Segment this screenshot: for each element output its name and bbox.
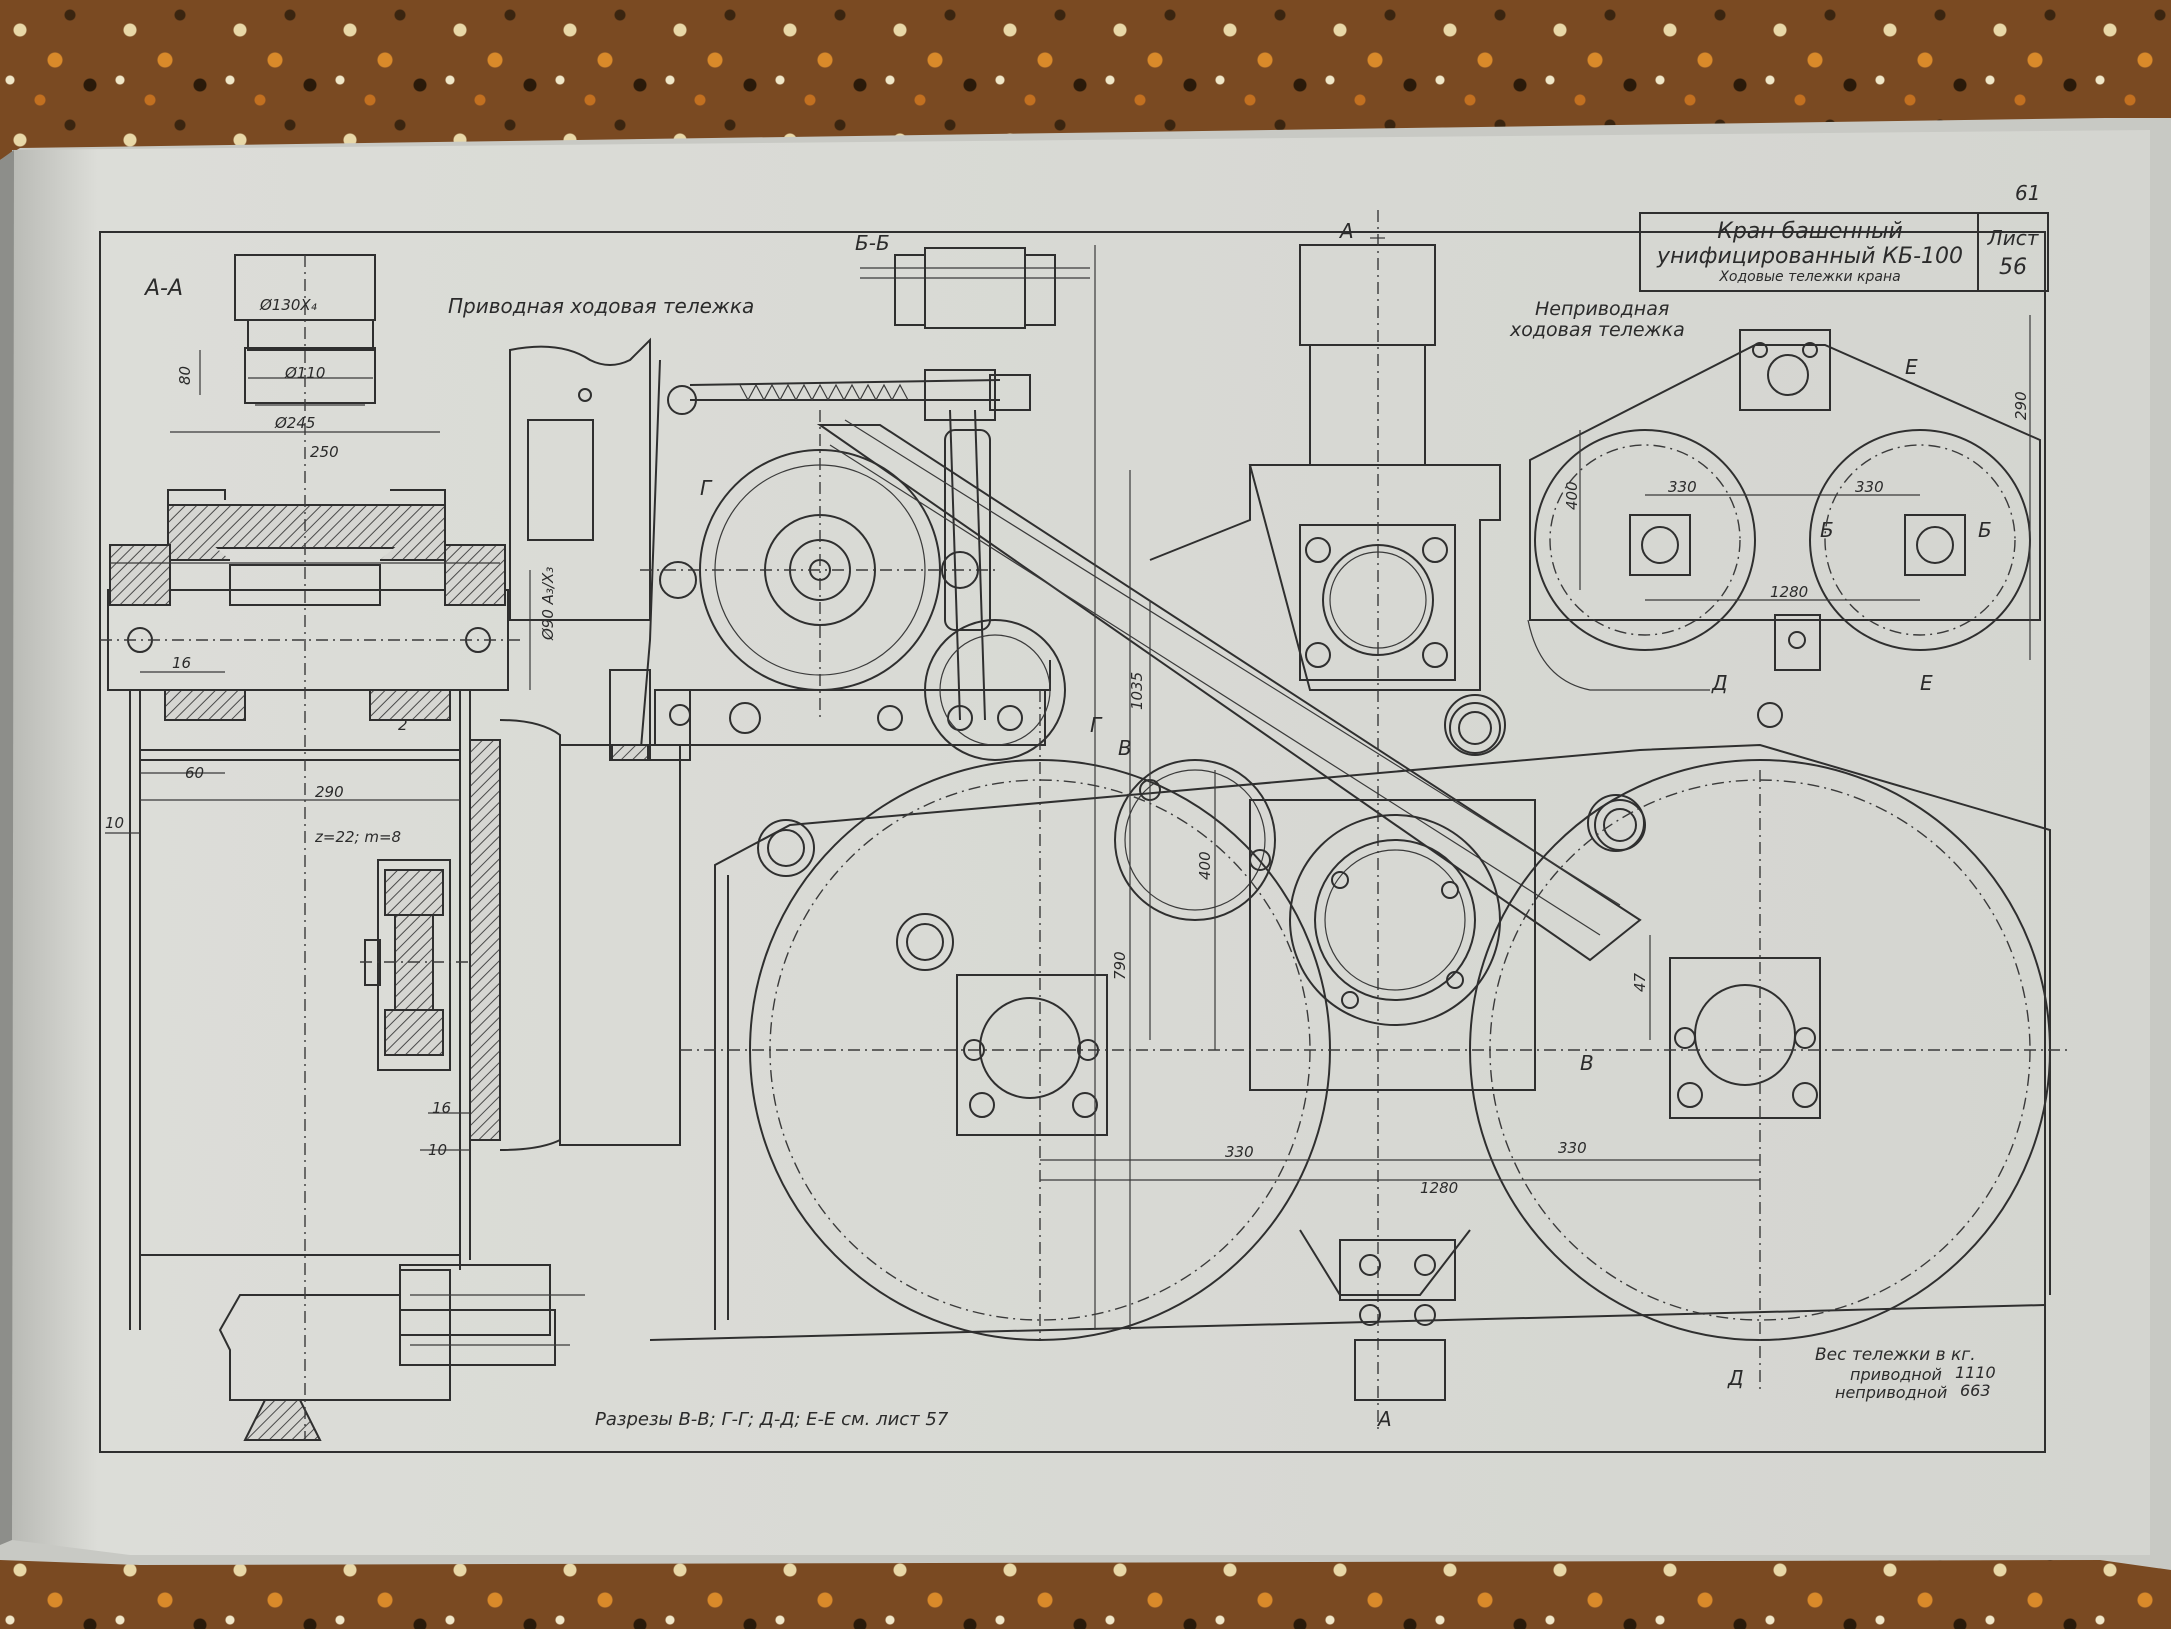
- driven-bogie-label: Приводная ходовая тележка: [448, 294, 754, 318]
- drawing-frame: [99, 231, 2046, 1453]
- nondriven-bogie-label-1: Неприводная: [1535, 298, 1669, 320]
- center-dimensions: 1035 790 400 47 330 330 1280: [1040, 245, 1760, 1330]
- mark-v: В: [1118, 736, 1132, 760]
- sheet-label: Лист: [1987, 226, 2040, 250]
- dim-d110: Ø110: [284, 364, 325, 382]
- mark-a-top: А: [1338, 219, 1354, 243]
- section-bb-view: [860, 247, 1090, 329]
- dim-330a: 330: [1225, 1143, 1254, 1161]
- mark-v2: В: [1580, 1051, 1594, 1075]
- nondriven-bogie-view: 330 330 1280 400 290: [1527, 315, 2041, 691]
- dim-16b: 16: [432, 1099, 451, 1117]
- weight-title: Вес тележки в кг.: [1815, 1345, 1976, 1365]
- weight-nondriven-value: 663: [1960, 1381, 1991, 1400]
- weight-nondriven-label: неприводной: [1835, 1383, 1947, 1402]
- mark-e-bottom: Е: [1920, 671, 1933, 695]
- mark-a-bottom: А: [1376, 1407, 1392, 1431]
- section-aa-label: А-А: [143, 276, 183, 301]
- title-line1: Кран башенный: [1717, 219, 1903, 244]
- dim-330c: 330: [1668, 478, 1697, 496]
- title-block: Кран башенный унифицированный КБ-100 Ход…: [1639, 212, 2049, 292]
- dim-1280b: 1280: [1770, 583, 1808, 601]
- mark-g2: Г: [1090, 713, 1103, 737]
- dim-60: 60: [185, 764, 204, 782]
- mark-d-bottom: Д: [1727, 1366, 1744, 1390]
- dim-10b: 10: [428, 1141, 447, 1159]
- dim-1280: 1280: [1420, 1179, 1458, 1197]
- page-number: 61: [2015, 181, 2040, 205]
- dim-2: 2: [398, 716, 408, 734]
- dim-290b: 290: [2012, 391, 2030, 420]
- dim-1035: 1035: [1128, 672, 1146, 710]
- drive-mechanism: [509, 337, 1642, 962]
- driven-bogie-wheels: [649, 690, 2070, 1401]
- mark-g: Г: [700, 476, 713, 500]
- weight-driven-value: 1110: [1955, 1363, 1996, 1382]
- section-marks: А А Г Г В В Д Д Е Е Б Б: [700, 219, 1992, 1431]
- dim-47: 47: [1631, 972, 1649, 992]
- dim-250: 250: [310, 443, 339, 461]
- svg-text:80: 80: [176, 366, 194, 385]
- book: [0, 118, 2171, 1570]
- weight-note: Вес тележки в кг. приводной 1110 неприво…: [1815, 1345, 1996, 1402]
- section-aa-dimensions: 80 Ø130X₄ Ø110 Ø245 250 Ø90 A₃/X₃ 16 2 6…: [105, 296, 557, 1159]
- section-bb-label: Б-Б: [855, 231, 890, 255]
- dim-330d: 330: [1855, 478, 1884, 496]
- weight-driven-label: приводной: [1850, 1365, 1942, 1384]
- section-aa-view: [100, 254, 681, 1441]
- mark-b-right: Б: [1978, 518, 1992, 542]
- gear-spec: z=22; m=8: [314, 828, 401, 846]
- title-subtitle: Ходовые тележки крана: [1718, 269, 1900, 285]
- dim-d245: Ø245: [274, 414, 315, 432]
- mark-e-top: Е: [1905, 355, 1918, 379]
- dim-400a: 400: [1196, 851, 1214, 880]
- sections-note: Разрезы В-В; Г-Г; Д-Д; Е-Е см. лист 57: [595, 1409, 949, 1430]
- dim-16a: 16: [172, 654, 191, 672]
- title-line2: унифицированный КБ-100: [1656, 244, 1963, 269]
- dim-400b: 400: [1563, 481, 1581, 510]
- dim-290a: 290: [315, 783, 344, 801]
- mark-b-left: Б: [1820, 518, 1834, 542]
- dim-d90: Ø90 A₃/X₃: [539, 567, 557, 641]
- mark-d-top: Д: [1711, 671, 1728, 695]
- dim-330b: 330: [1558, 1139, 1587, 1157]
- sheet-number: 56: [1999, 255, 2027, 280]
- dim-d130: Ø130X₄: [259, 296, 317, 314]
- nondriven-bogie-label-2: ходовая тележка: [1509, 319, 1685, 341]
- dim-10a: 10: [105, 814, 124, 832]
- dim-790: 790: [1111, 951, 1129, 980]
